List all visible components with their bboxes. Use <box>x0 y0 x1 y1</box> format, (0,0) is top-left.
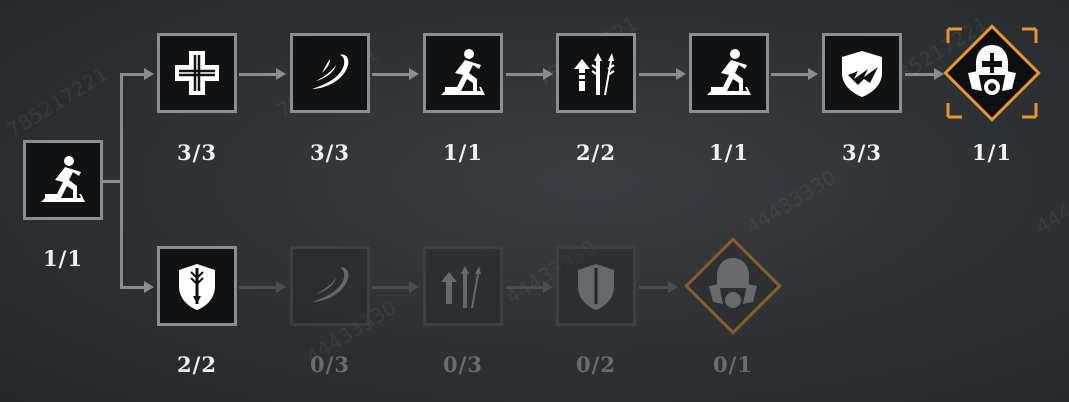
connector-arrow <box>543 281 553 293</box>
connector <box>639 286 669 289</box>
skill-node-shield-arrow[interactable] <box>157 246 237 326</box>
skill-level-label: 1/1 <box>43 246 83 271</box>
connector-arrow <box>144 281 154 293</box>
arrows-up-icon <box>441 266 481 308</box>
skill-level-label: 2/2 <box>177 352 217 377</box>
connector <box>372 73 410 76</box>
connector-arrow <box>409 281 419 293</box>
connector-arrow <box>276 68 286 80</box>
skill-node-swirl[interactable] <box>290 33 370 113</box>
skill-level-label: 3/3 <box>177 140 217 165</box>
connector-arrow <box>144 68 154 80</box>
swirl-slash-icon <box>312 54 349 89</box>
capstone-node-bottom[interactable] <box>683 236 783 336</box>
skill-node-shield-strike[interactable] <box>822 33 902 113</box>
skill-node-root[interactable] <box>23 140 103 220</box>
connector <box>120 73 123 288</box>
skill-node-medical[interactable] <box>157 33 237 113</box>
shield-arrow-icon <box>578 264 614 310</box>
shield-arrow-icon <box>179 264 215 310</box>
skill-level-label: 3/3 <box>310 140 350 165</box>
watermark: 44433330 <box>1031 164 1069 240</box>
connector <box>120 73 145 76</box>
connector-arrow <box>668 281 678 293</box>
connector <box>506 286 544 289</box>
connector <box>120 286 145 289</box>
skill-level-label: 0/1 <box>713 352 753 377</box>
skill-level-label: 1/1 <box>972 140 1012 165</box>
connector <box>239 286 277 289</box>
medical-cross-icon <box>175 51 219 95</box>
watermark: 44433330 <box>741 164 841 240</box>
sprint-icon <box>441 49 485 95</box>
skill-node-swirl[interactable] <box>290 246 370 326</box>
swirl-slash-icon <box>312 267 349 302</box>
skill-node-sprint[interactable] <box>689 33 769 113</box>
skill-level-label: 2/2 <box>576 140 616 165</box>
connector <box>771 73 809 76</box>
connector <box>905 73 935 76</box>
connector-arrow <box>276 281 286 293</box>
skill-level-label: 3/3 <box>842 140 882 165</box>
connector-arrow <box>934 68 944 80</box>
skill-node-arrows[interactable] <box>556 33 636 113</box>
connector-arrow <box>409 68 419 80</box>
watermark: 785217221 <box>2 61 113 143</box>
connector-arrow <box>808 68 818 80</box>
skill-level-label: 1/1 <box>709 140 749 165</box>
skill-level-label: 0/3 <box>310 352 350 377</box>
capstone-node-top[interactable] <box>942 23 1042 123</box>
shield-strike-icon <box>842 51 882 97</box>
warrior-helmet-icon <box>684 237 782 335</box>
skill-node-shield-arrow[interactable] <box>556 246 636 326</box>
connector <box>102 180 122 183</box>
skill-level-label: 1/1 <box>443 140 483 165</box>
connector <box>239 73 277 76</box>
skill-level-label: 0/2 <box>576 352 616 377</box>
connector <box>639 73 677 76</box>
arrows-up-icon <box>574 53 615 95</box>
skill-node-sprint[interactable] <box>423 33 503 113</box>
skill-level-label: 0/3 <box>443 352 483 377</box>
connector <box>372 286 410 289</box>
skill-node-arrows[interactable] <box>423 246 503 326</box>
warrior-helmet-icon <box>943 24 1041 122</box>
connector-arrow <box>676 68 686 80</box>
connector <box>506 73 544 76</box>
sprint-icon <box>41 156 85 202</box>
connector-arrow <box>543 68 553 80</box>
sprint-icon <box>707 49 751 95</box>
